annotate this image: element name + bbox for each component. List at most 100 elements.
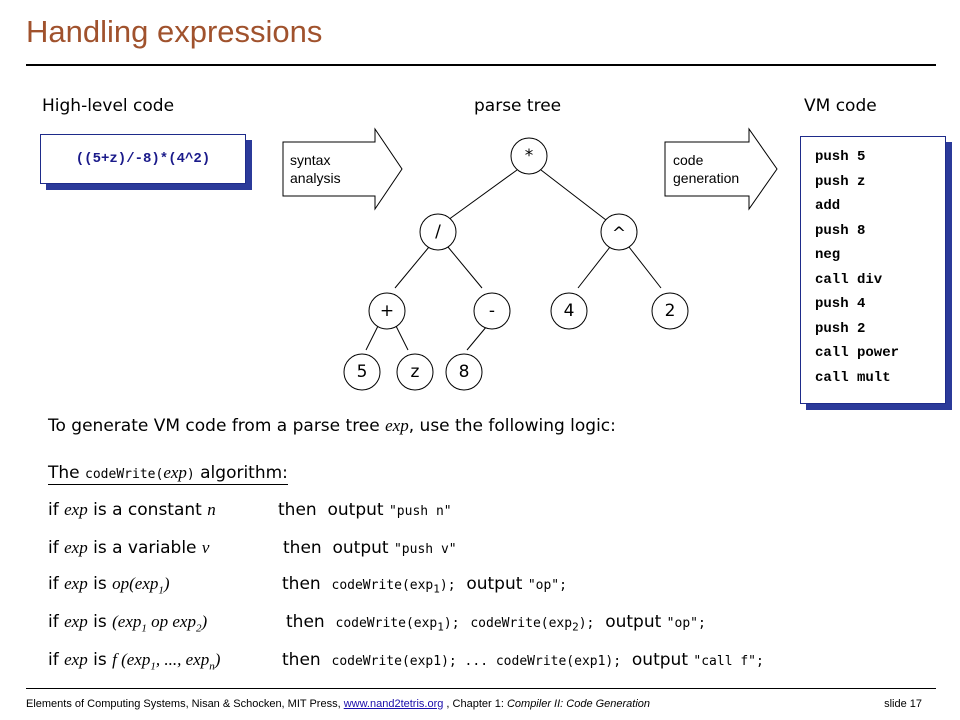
- exp-term: exp: [64, 574, 88, 593]
- rule2-is: is a variable: [93, 538, 197, 558]
- rule4-is: is: [93, 612, 107, 632]
- footer-chapter: Compiler II: Code Generation: [506, 698, 651, 710]
- node-four-label: 4: [564, 301, 575, 321]
- syntax-label-line2: analysis: [290, 170, 341, 186]
- exp-term: exp: [64, 650, 88, 669]
- nand2tetris-link[interactable]: www.nand2tetris.org: [343, 698, 444, 710]
- rule4-form: (exp1 op exp2): [112, 612, 208, 635]
- edge-root-div: [447, 169, 518, 221]
- edge-minus-eight: [466, 325, 488, 351]
- rule2-v: v: [201, 538, 210, 557]
- edge-root-pow: [540, 169, 607, 221]
- if-keyword: if: [48, 538, 59, 558]
- rule-variable-then: then output "push v": [283, 538, 457, 558]
- intro-post: , use the following logic:: [408, 416, 616, 436]
- edge-div-plus: [394, 246, 430, 289]
- algo-close: ): [186, 467, 195, 482]
- rule1-is: is a constant: [93, 500, 202, 520]
- rule3-is: is: [93, 574, 107, 594]
- algo-pre: The: [48, 463, 86, 483]
- node-two: [651, 292, 689, 330]
- then-keyword: then: [282, 650, 321, 670]
- edge-plus-z: [395, 325, 409, 351]
- node-divide-label: /: [435, 222, 441, 242]
- output-keyword: output: [466, 574, 523, 594]
- then-keyword: then: [283, 538, 322, 558]
- rule3-output: "op";: [527, 578, 567, 593]
- if-keyword: if: [48, 650, 59, 670]
- vm-line: push 4: [815, 296, 866, 312]
- node-eight-label: 8: [459, 362, 470, 382]
- footer-chapter-pre: , Chapter 1:: [443, 698, 507, 710]
- node-five-label: 5: [357, 362, 368, 382]
- output-keyword: output: [631, 650, 688, 670]
- exp-term: exp: [64, 612, 88, 631]
- slide-number: slide 17: [884, 698, 922, 710]
- edge-pow-four: [577, 246, 611, 289]
- if-keyword: if: [48, 500, 59, 520]
- intro-pre: To generate VM code from a parse tree: [48, 416, 386, 436]
- algo-exp: exp: [163, 463, 187, 482]
- vm-line: add: [815, 198, 841, 214]
- rule-unary-then: then codeWrite(exp1); output "op";: [282, 574, 567, 596]
- code-generation-arrow: [664, 127, 778, 211]
- if-keyword: if: [48, 612, 59, 632]
- rule-function: if exp is f (exp1, ..., expn): [48, 650, 220, 672]
- codegen-label-line2: generation: [673, 170, 740, 186]
- node-four: [550, 292, 588, 330]
- rule3-codewrite: codeWrite(exp1);: [331, 578, 456, 596]
- syntax-analysis-arrow: [282, 127, 403, 211]
- output-keyword: output: [327, 500, 384, 520]
- code-generation-label: code generation: [673, 151, 739, 187]
- rule-variable: if exp is a variable v: [48, 538, 209, 558]
- vm-line: push 2: [815, 320, 866, 337]
- node-power: [600, 213, 638, 251]
- algorithm-heading: The codeWrite(exp) algorithm:: [48, 463, 288, 485]
- vm-code-box: push 5 push z add push 8 neg call div pu…: [800, 136, 946, 404]
- rule-constant: if exp is a constant n: [48, 500, 216, 520]
- node-z-label: z: [411, 362, 420, 382]
- edge-plus-five: [365, 325, 379, 351]
- algo-name: codeWrite(: [85, 467, 164, 482]
- rule-unary: if exp is op(exp1): [48, 574, 170, 596]
- codegen-label-line1: code: [673, 152, 704, 168]
- rule5-codewrite: codeWrite(exp1); ... codeWrite(exp1);: [331, 654, 622, 669]
- if-keyword: if: [48, 574, 59, 594]
- vm-line: call mult: [815, 369, 891, 386]
- vm-line: push z: [815, 173, 866, 190]
- rule4-codewrite-1: codeWrite(exp1);: [335, 616, 460, 634]
- node-z: [396, 353, 434, 391]
- node-plus-label: +: [380, 301, 394, 321]
- rule-function-then: then codeWrite(exp1); ... codeWrite(exp1…: [282, 650, 764, 670]
- exp-term: exp: [64, 500, 88, 519]
- output-keyword: output: [332, 538, 389, 558]
- node-power-label: ^: [612, 224, 626, 244]
- rule-binary: if exp is (exp1 op exp2): [48, 612, 207, 634]
- footer: Elements of Computing Systems, Nisan & S…: [26, 698, 650, 710]
- top-divider: [26, 64, 936, 66]
- header-parse-tree: parse tree: [474, 96, 562, 116]
- node-eight: [445, 353, 483, 391]
- high-level-code-box: ((5+z)/-8)*(4^2): [40, 134, 246, 184]
- exp-term: exp: [64, 538, 88, 557]
- rule5-output: "call f";: [693, 654, 764, 669]
- syntax-label-line1: syntax: [290, 152, 331, 168]
- vm-line: call div: [815, 271, 883, 288]
- header-vm-code: VM code: [804, 96, 877, 116]
- tree-edges: [365, 169, 662, 351]
- then-keyword: then: [282, 574, 321, 594]
- node-minus-label: -: [489, 301, 495, 321]
- output-keyword: output: [605, 612, 662, 632]
- node-five: [343, 353, 381, 391]
- vm-line: push 8: [815, 222, 866, 239]
- rule1-output: "push n": [388, 504, 452, 519]
- rule-binary-then: then codeWrite(exp1); codeWrite(exp2); o…: [286, 612, 706, 634]
- rule3-form: op(exp1): [112, 574, 170, 597]
- edge-pow-two: [628, 246, 662, 289]
- algo-post: algorithm:: [194, 463, 288, 483]
- vm-line: push 5: [815, 149, 866, 165]
- intro-exp: exp: [385, 416, 409, 435]
- vm-line: call power: [815, 345, 900, 361]
- footer-citation: Elements of Computing Systems, Nisan & S…: [26, 698, 344, 710]
- rule1-n: n: [207, 500, 216, 519]
